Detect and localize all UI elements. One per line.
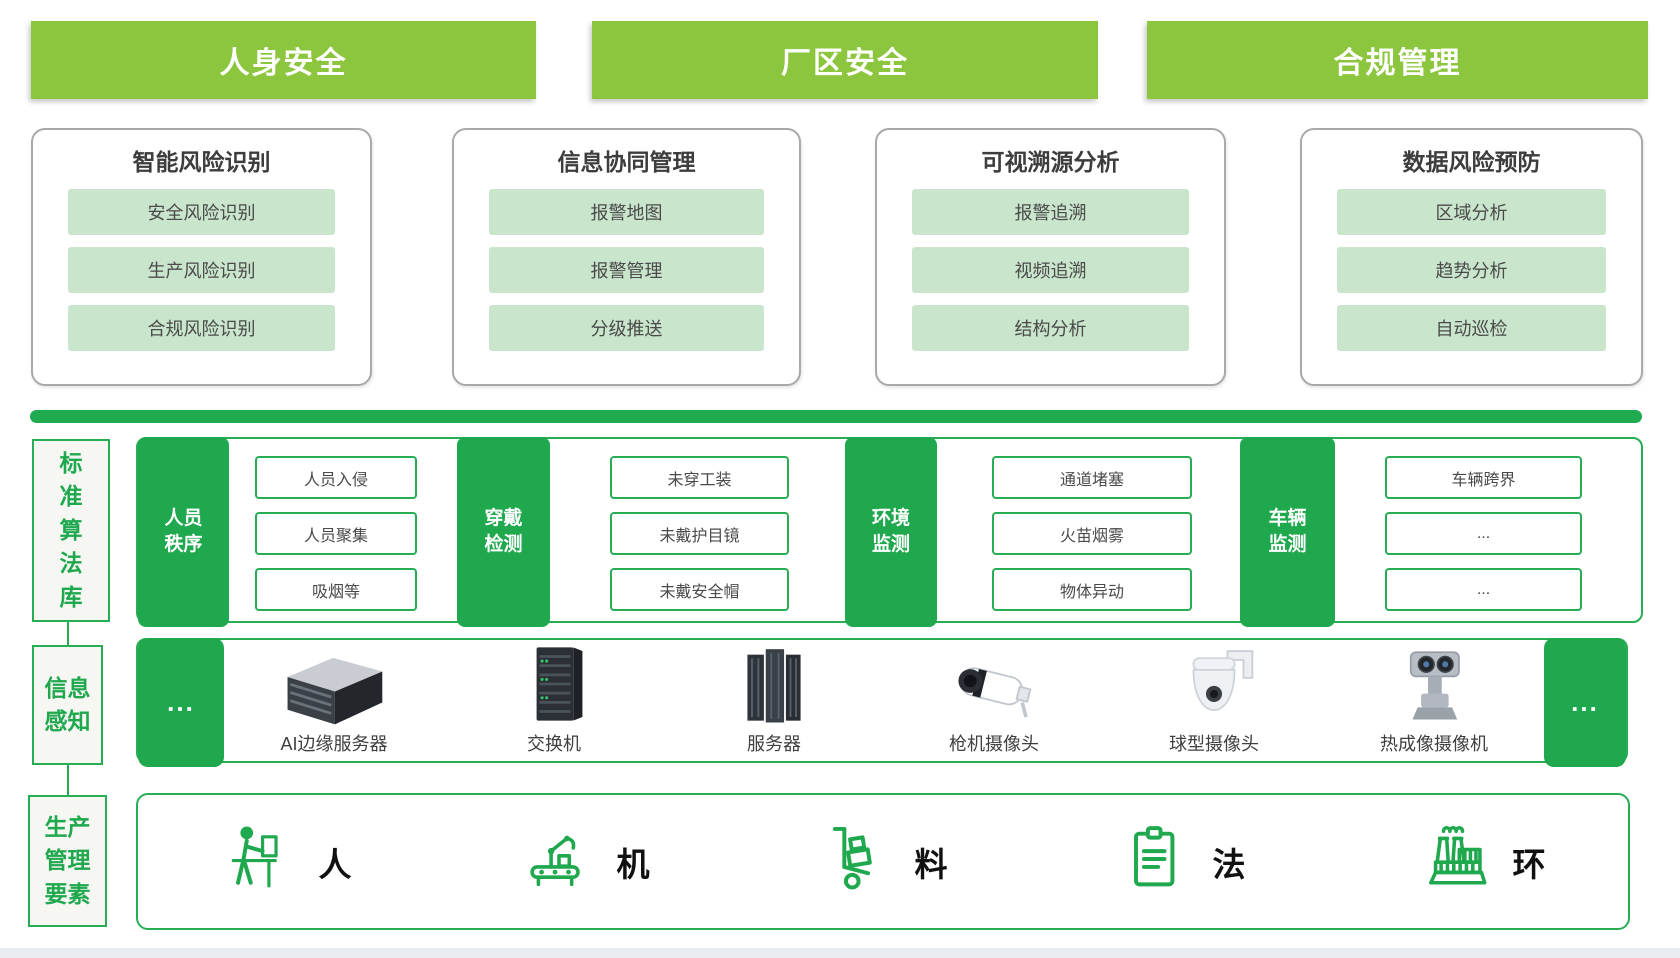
- switch-icon: [494, 640, 614, 728]
- algo-item: 车辆跨界: [1385, 456, 1582, 499]
- device-switch: 交换机: [444, 640, 664, 761]
- device-label: 热成像摄像机: [1380, 734, 1488, 754]
- algo-item-column: 车辆跨界 ... ...: [1385, 439, 1582, 621]
- algo-group-label: 环境监测: [871, 508, 910, 555]
- device-ai-edge-server: AI边缘服务器: [224, 640, 444, 761]
- element-material: 料: [734, 821, 1032, 902]
- element-label: 法: [1212, 845, 1246, 883]
- side-label-information-perception: 信息感知: [32, 645, 103, 765]
- green-divider-bar: [30, 410, 1642, 423]
- feature-item: 合规风险识别: [68, 305, 335, 351]
- device-label: 服务器: [747, 734, 801, 754]
- feature-item: 区域分析: [1337, 189, 1606, 235]
- algo-item: 物体异动: [992, 568, 1192, 611]
- devices-row: AI边缘服务器: [224, 640, 1544, 761]
- algorithm-library-container: 人员秩序 人员入侵 人员聚集 吸烟等 穿戴检测 未穿工装 未戴护目镜 未戴安全帽…: [136, 437, 1643, 627]
- person-workstation-icon: [223, 821, 299, 902]
- device-label: AI边缘服务器: [280, 734, 388, 754]
- algo-item: 吸烟等: [255, 568, 417, 611]
- algo-item: ...: [1385, 512, 1582, 555]
- algo-item: 人员入侵: [255, 456, 417, 499]
- feature-item: 生产风险识别: [68, 247, 335, 293]
- connector-line: [67, 765, 69, 796]
- feature-item: 安全风险识别: [68, 189, 335, 235]
- banner-plant-safety: 厂区安全: [592, 21, 1098, 99]
- environment-factory-icon: [1413, 821, 1493, 902]
- feature-box-data-risk-prevention: 数据风险预防 区域分析 趋势分析 自动巡检: [1300, 128, 1643, 386]
- banner-personal-safety: 人身安全: [31, 21, 536, 99]
- algo-item: 人员聚集: [255, 512, 417, 555]
- feature-item: 报警追溯: [912, 189, 1189, 235]
- algo-group-environment-monitoring: 环境监测: [845, 437, 937, 627]
- algo-group-vehicle-monitoring: 车辆监测: [1240, 437, 1335, 627]
- algo-group-label: 穿戴检测: [484, 508, 523, 555]
- feature-box-info-collaboration: 信息协同管理 报警地图 报警管理 分级推送: [452, 128, 801, 386]
- side-label-text: 标准算法库: [59, 450, 83, 610]
- edge-server-icon: [274, 646, 394, 728]
- device-label: 枪机摄像头: [949, 734, 1039, 754]
- algo-item: 未戴护目镜: [610, 512, 789, 555]
- element-label: 料: [914, 845, 948, 883]
- banner-compliance-management: 合规管理: [1147, 21, 1648, 99]
- element-machine: 机: [436, 821, 734, 902]
- side-label-text: 生产管理要素: [44, 813, 91, 907]
- algo-group-label: 人员秩序: [164, 508, 203, 555]
- feature-item: 自动巡检: [1337, 305, 1606, 351]
- feature-box-title: 信息协同管理: [557, 149, 696, 175]
- algo-group-wearing-detection: 穿戴检测: [457, 437, 550, 627]
- feature-item: 分级推送: [489, 305, 764, 351]
- algo-item-column: 通道堵塞 火苗烟雾 物体异动: [992, 439, 1192, 621]
- feature-item: 视频追溯: [912, 247, 1189, 293]
- server-icon: [714, 640, 834, 728]
- feature-item: 结构分析: [912, 305, 1189, 351]
- feature-box-visual-traceability: 可视溯源分析 报警追溯 视频追溯 结构分析: [875, 128, 1226, 386]
- algo-item: 未戴安全帽: [610, 568, 789, 611]
- feature-box-title: 数据风险预防: [1402, 149, 1541, 175]
- algo-group-personnel-order: 人员秩序: [138, 437, 229, 627]
- element-environment: 环: [1330, 821, 1628, 902]
- device-bullet-camera: 枪机摄像头: [884, 640, 1104, 761]
- element-method: 法: [1032, 821, 1330, 902]
- element-label: 机: [616, 845, 650, 883]
- dome-camera-icon: [1156, 642, 1272, 728]
- element-label: 人: [318, 845, 352, 883]
- more-devices-right-block: ...: [1544, 638, 1626, 767]
- algo-item: 未穿工装: [610, 456, 789, 499]
- feature-item: 报警管理: [489, 247, 764, 293]
- side-label-text: 信息感知: [44, 674, 91, 734]
- algo-group-label: 车辆监测: [1268, 508, 1307, 555]
- bullet-camera-icon: [934, 644, 1054, 728]
- side-label-production-management-elements: 生产管理要素: [28, 795, 107, 927]
- side-label-standard-algorithm-library: 标准算法库: [32, 439, 110, 622]
- material-cart-icon: [819, 821, 895, 902]
- bottom-edge-strip: [0, 948, 1680, 958]
- thermal-camera-icon: [1378, 642, 1490, 728]
- feature-box-risk-identification: 智能风险识别 安全风险识别 生产风险识别 合规风险识别: [31, 128, 372, 386]
- algo-item-column: 未穿工装 未戴护目镜 未戴安全帽: [610, 439, 789, 621]
- information-perception-container: ... ... AI边缘服务器: [136, 638, 1628, 767]
- device-label: 球型摄像头: [1169, 734, 1259, 754]
- more-devices-left-block: ...: [138, 638, 224, 767]
- feature-item: 报警地图: [489, 189, 764, 235]
- feature-box-title: 可视溯源分析: [981, 149, 1120, 175]
- feature-item: 趋势分析: [1337, 247, 1606, 293]
- device-thermal-camera: 热成像摄像机: [1324, 640, 1544, 761]
- method-clipboard-icon: [1117, 821, 1193, 902]
- element-label: 环: [1512, 845, 1546, 883]
- element-person: 人: [138, 821, 436, 902]
- device-label: 交换机: [527, 734, 581, 754]
- device-server: 服务器: [664, 640, 884, 761]
- device-dome-camera: 球型摄像头: [1104, 640, 1324, 761]
- feature-box-title: 智能风险识别: [132, 149, 271, 175]
- production-elements-container: 人 机: [136, 793, 1630, 930]
- machine-arm-icon: [521, 821, 597, 902]
- algo-item-column: 人员入侵 人员聚集 吸烟等: [255, 439, 417, 621]
- connector-line: [67, 622, 69, 646]
- algo-item: 火苗烟雾: [992, 512, 1192, 555]
- algo-item: 通道堵塞: [992, 456, 1192, 499]
- algo-item: ...: [1385, 568, 1582, 611]
